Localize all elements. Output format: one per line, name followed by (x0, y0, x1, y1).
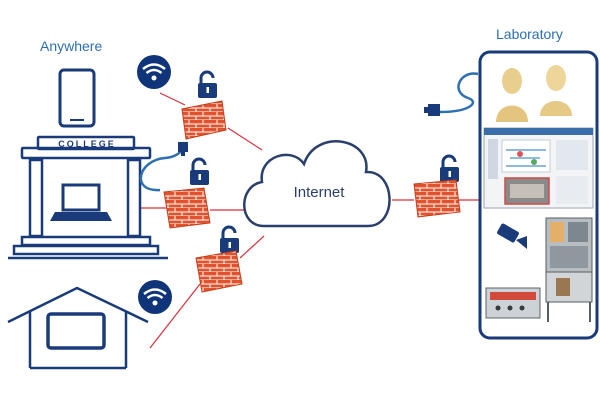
laboratory-label: Laboratory (496, 26, 563, 42)
padlock-icon (440, 154, 459, 182)
cloud-icon (243, 140, 391, 228)
padlock-icon (190, 157, 209, 185)
link-house-firewall (149, 283, 201, 349)
laboratory-panel (478, 50, 599, 340)
network-cable-icon (139, 142, 188, 192)
firewall-icon (413, 179, 461, 218)
link-firewall-cloud-low (239, 235, 265, 259)
firewall-icon (195, 250, 243, 293)
printed-bust-2 (540, 65, 572, 116)
padlock-icon (220, 225, 239, 253)
firewall-icon (163, 187, 211, 229)
connection-lines (140, 92, 480, 349)
wifi-icon (137, 55, 171, 89)
anywhere-label: Anywhere (40, 38, 103, 54)
security-camera-icon (497, 223, 527, 249)
house-icon (7, 286, 149, 370)
padlock-icon (198, 70, 217, 98)
laptop-icon (50, 183, 112, 221)
lab-equipment-rack (545, 217, 593, 322)
firewall-icon (181, 100, 227, 140)
printed-bust-1 (496, 68, 528, 122)
internet-label: Internet (293, 184, 345, 201)
college-building-icon (8, 135, 168, 260)
tablet-icon (58, 68, 96, 128)
wifi-icon (138, 280, 172, 314)
software-dashboard (483, 127, 594, 209)
link-firewall-cloud-top (227, 127, 263, 151)
link-tablet-firewall (159, 92, 186, 106)
network-cable-icon (424, 72, 479, 116)
college-sign-label: COLLEGE (58, 139, 116, 149)
bench-test-unit (485, 287, 541, 319)
